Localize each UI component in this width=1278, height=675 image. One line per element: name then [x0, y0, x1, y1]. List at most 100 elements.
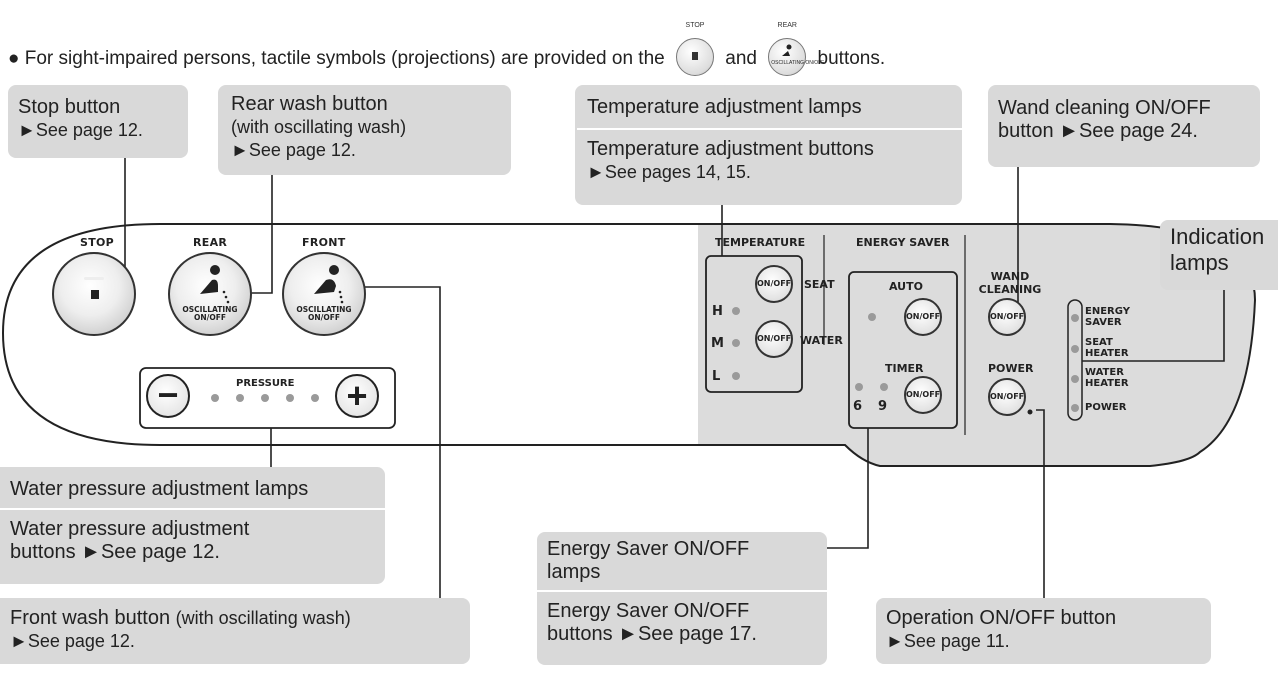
mini-rear-label: REAR — [777, 22, 797, 29]
mini-rear-button-icon: REAR OSCILLATING ON/OFF — [768, 22, 825, 76]
pressure-plus-button[interactable]: + — [335, 374, 379, 418]
plus-icon: + — [346, 375, 368, 416]
wand-cleaning-button[interactable]: ON/OFF — [988, 298, 1026, 336]
front-label: FRONT — [302, 236, 346, 249]
callout-temp-lamps: Temperature adjustment lamps — [587, 96, 862, 118]
pressure-lamp-2 — [236, 394, 244, 402]
indicator-lamp-seat — [1071, 345, 1079, 353]
stop-square-icon — [692, 52, 698, 60]
temp-lamp-m — [732, 339, 740, 347]
temp-m-label: M — [711, 336, 724, 351]
pressure-lamp-4 — [286, 394, 294, 402]
temp-lamp-h — [732, 307, 740, 315]
callout-pressure-buttons2: buttons ►See page 12. — [10, 541, 220, 563]
callout-rear-sub: (with oscillating wash) — [231, 117, 407, 137]
callout-front-title-row: Front wash button (with oscillating wash… — [10, 607, 460, 630]
callout-energy-buttons1: Energy Saver ON/OFF — [547, 600, 750, 622]
indicator-energy-label: ENERGY SAVER — [1085, 306, 1130, 328]
water-label: WATER — [800, 334, 843, 347]
power-button[interactable]: ON/OFF — [988, 378, 1026, 416]
callout-energy-buttons2: buttons ►See page 17. — [547, 623, 757, 645]
indicator-lamp-power — [1071, 404, 1079, 412]
indicator-seat-label: SEAT HEATER — [1085, 337, 1129, 359]
callout-energy-divider — [537, 590, 827, 592]
intro-suffix: buttons. — [817, 48, 886, 70]
callout-indication-line1: Indication — [1170, 224, 1265, 249]
pressure-lamp-1 — [211, 394, 219, 402]
indicator-lamp-energy — [1071, 314, 1079, 322]
timer-6-label: 6 — [853, 399, 863, 414]
pressure-lamp-5 — [311, 394, 319, 402]
callout-operation-ref: ►See page 11. — [886, 631, 1010, 651]
temperature-label: TEMPERATURE — [715, 236, 806, 249]
front-wash-button[interactable]: OSCILLATING ON/OFF — [282, 252, 366, 336]
callout-temp-divider — [577, 128, 962, 130]
callout-pressure-lamps: Water pressure adjustment lamps — [10, 478, 309, 500]
callout-operation-title: Operation ON/OFF button — [886, 607, 1117, 629]
seat-label: SEAT — [804, 278, 835, 291]
callout-wand-cleaning: Wand cleaning ON/OFF button ►See page 24… — [988, 85, 1260, 167]
callout-wand-line2: button ►See page 24. — [998, 120, 1198, 142]
callout-temp-buttons: Temperature adjustment buttons — [587, 138, 874, 160]
callout-energy-lamps1: Energy Saver ON/OFF — [547, 538, 750, 560]
front-oscillating-label: OSCILLATING ON/OFF — [296, 305, 352, 322]
mini-stop-button-icon: STOP — [676, 22, 714, 76]
rear-label: REAR — [193, 236, 228, 249]
callout-energy-saver: Energy Saver ON/OFF lamps Energy Saver O… — [537, 532, 827, 665]
callout-indication-line2: lamps — [1170, 250, 1229, 275]
timer-9-label: 9 — [878, 399, 888, 414]
rear-wash-icon — [782, 44, 792, 56]
indicator-power-label: POWER — [1085, 402, 1127, 413]
stop-bar-icon — [84, 277, 104, 280]
energy-auto-button[interactable]: ON/OFF — [904, 298, 942, 336]
mini-stop-label: STOP — [685, 22, 705, 29]
stop-label: STOP — [80, 236, 115, 249]
auto-label: AUTO — [889, 280, 923, 293]
callout-temperature: Temperature adjustment lamps Temperature… — [575, 85, 962, 205]
pressure-minus-button[interactable]: − — [146, 374, 190, 418]
callout-indication-lamps: Indication lamps — [1160, 220, 1278, 290]
callout-rear-wash: Rear wash button (with oscillating wash)… — [218, 85, 511, 175]
indicator-water-label: WATER HEATER — [1085, 367, 1129, 389]
callout-operation: Operation ON/OFF button ►See page 11. — [876, 598, 1211, 664]
minus-icon: − — [157, 374, 179, 415]
callout-pressure-buttons1: Water pressure adjustment — [10, 518, 250, 540]
callout-temp-ref: ►See pages 14, 15. — [587, 162, 751, 182]
intro-and: and — [725, 48, 757, 70]
callout-front-wash: Front wash button (with oscillating wash… — [0, 598, 470, 664]
timer-lamp-9 — [880, 383, 888, 391]
callout-front-sub: (with oscillating wash) — [175, 608, 351, 628]
callout-stop-title: Stop button — [18, 96, 121, 118]
stop-button[interactable] — [52, 252, 136, 336]
callout-wand-line1: Wand cleaning ON/OFF — [998, 97, 1211, 119]
callout-water-pressure: Water pressure adjustment lamps Water pr… — [0, 467, 385, 584]
timer-lamp-6 — [855, 383, 863, 391]
callout-rear-title: Rear wash button — [231, 93, 388, 115]
callout-stop-button: Stop button ►See page 12. — [8, 85, 188, 158]
rear-wash-icon — [200, 265, 230, 304]
stop-square-icon — [91, 290, 99, 299]
intro-text: ● For sight-impaired persons, tactile sy… — [8, 22, 886, 78]
callout-front-title: Front wash button — [10, 607, 176, 629]
callout-pressure-divider — [0, 508, 385, 510]
rear-oscillating-label: OSCILLATING ON/OFF — [182, 305, 238, 322]
energy-timer-button[interactable]: ON/OFF — [904, 376, 942, 414]
power-label: POWER — [988, 362, 1034, 375]
seat-temp-button[interactable]: ON/OFF — [755, 265, 793, 303]
pressure-lamp-3 — [261, 394, 269, 402]
indicator-lamp-water — [1071, 375, 1079, 383]
rear-wash-button[interactable]: OSCILLATING ON/OFF — [168, 252, 252, 336]
temp-l-label: L — [712, 369, 721, 384]
callout-energy-lamps2: lamps — [547, 561, 601, 583]
temp-lamp-l — [732, 372, 740, 380]
timer-label: TIMER — [885, 362, 924, 375]
wand-cleaning-label: WAND CLEANING — [978, 270, 1042, 296]
pressure-label: PRESSURE — [236, 378, 295, 389]
mini-rear-sub: OSCILLATING ON/OFF — [771, 60, 825, 66]
callout-stop-ref: ►See page 12. — [18, 120, 143, 140]
intro-prefix: ● For sight-impaired persons, tactile sy… — [8, 48, 665, 70]
temp-h-label: H — [712, 304, 723, 319]
callout-rear-ref: ►See page 12. — [231, 140, 356, 160]
water-temp-button[interactable]: ON/OFF — [755, 320, 793, 358]
